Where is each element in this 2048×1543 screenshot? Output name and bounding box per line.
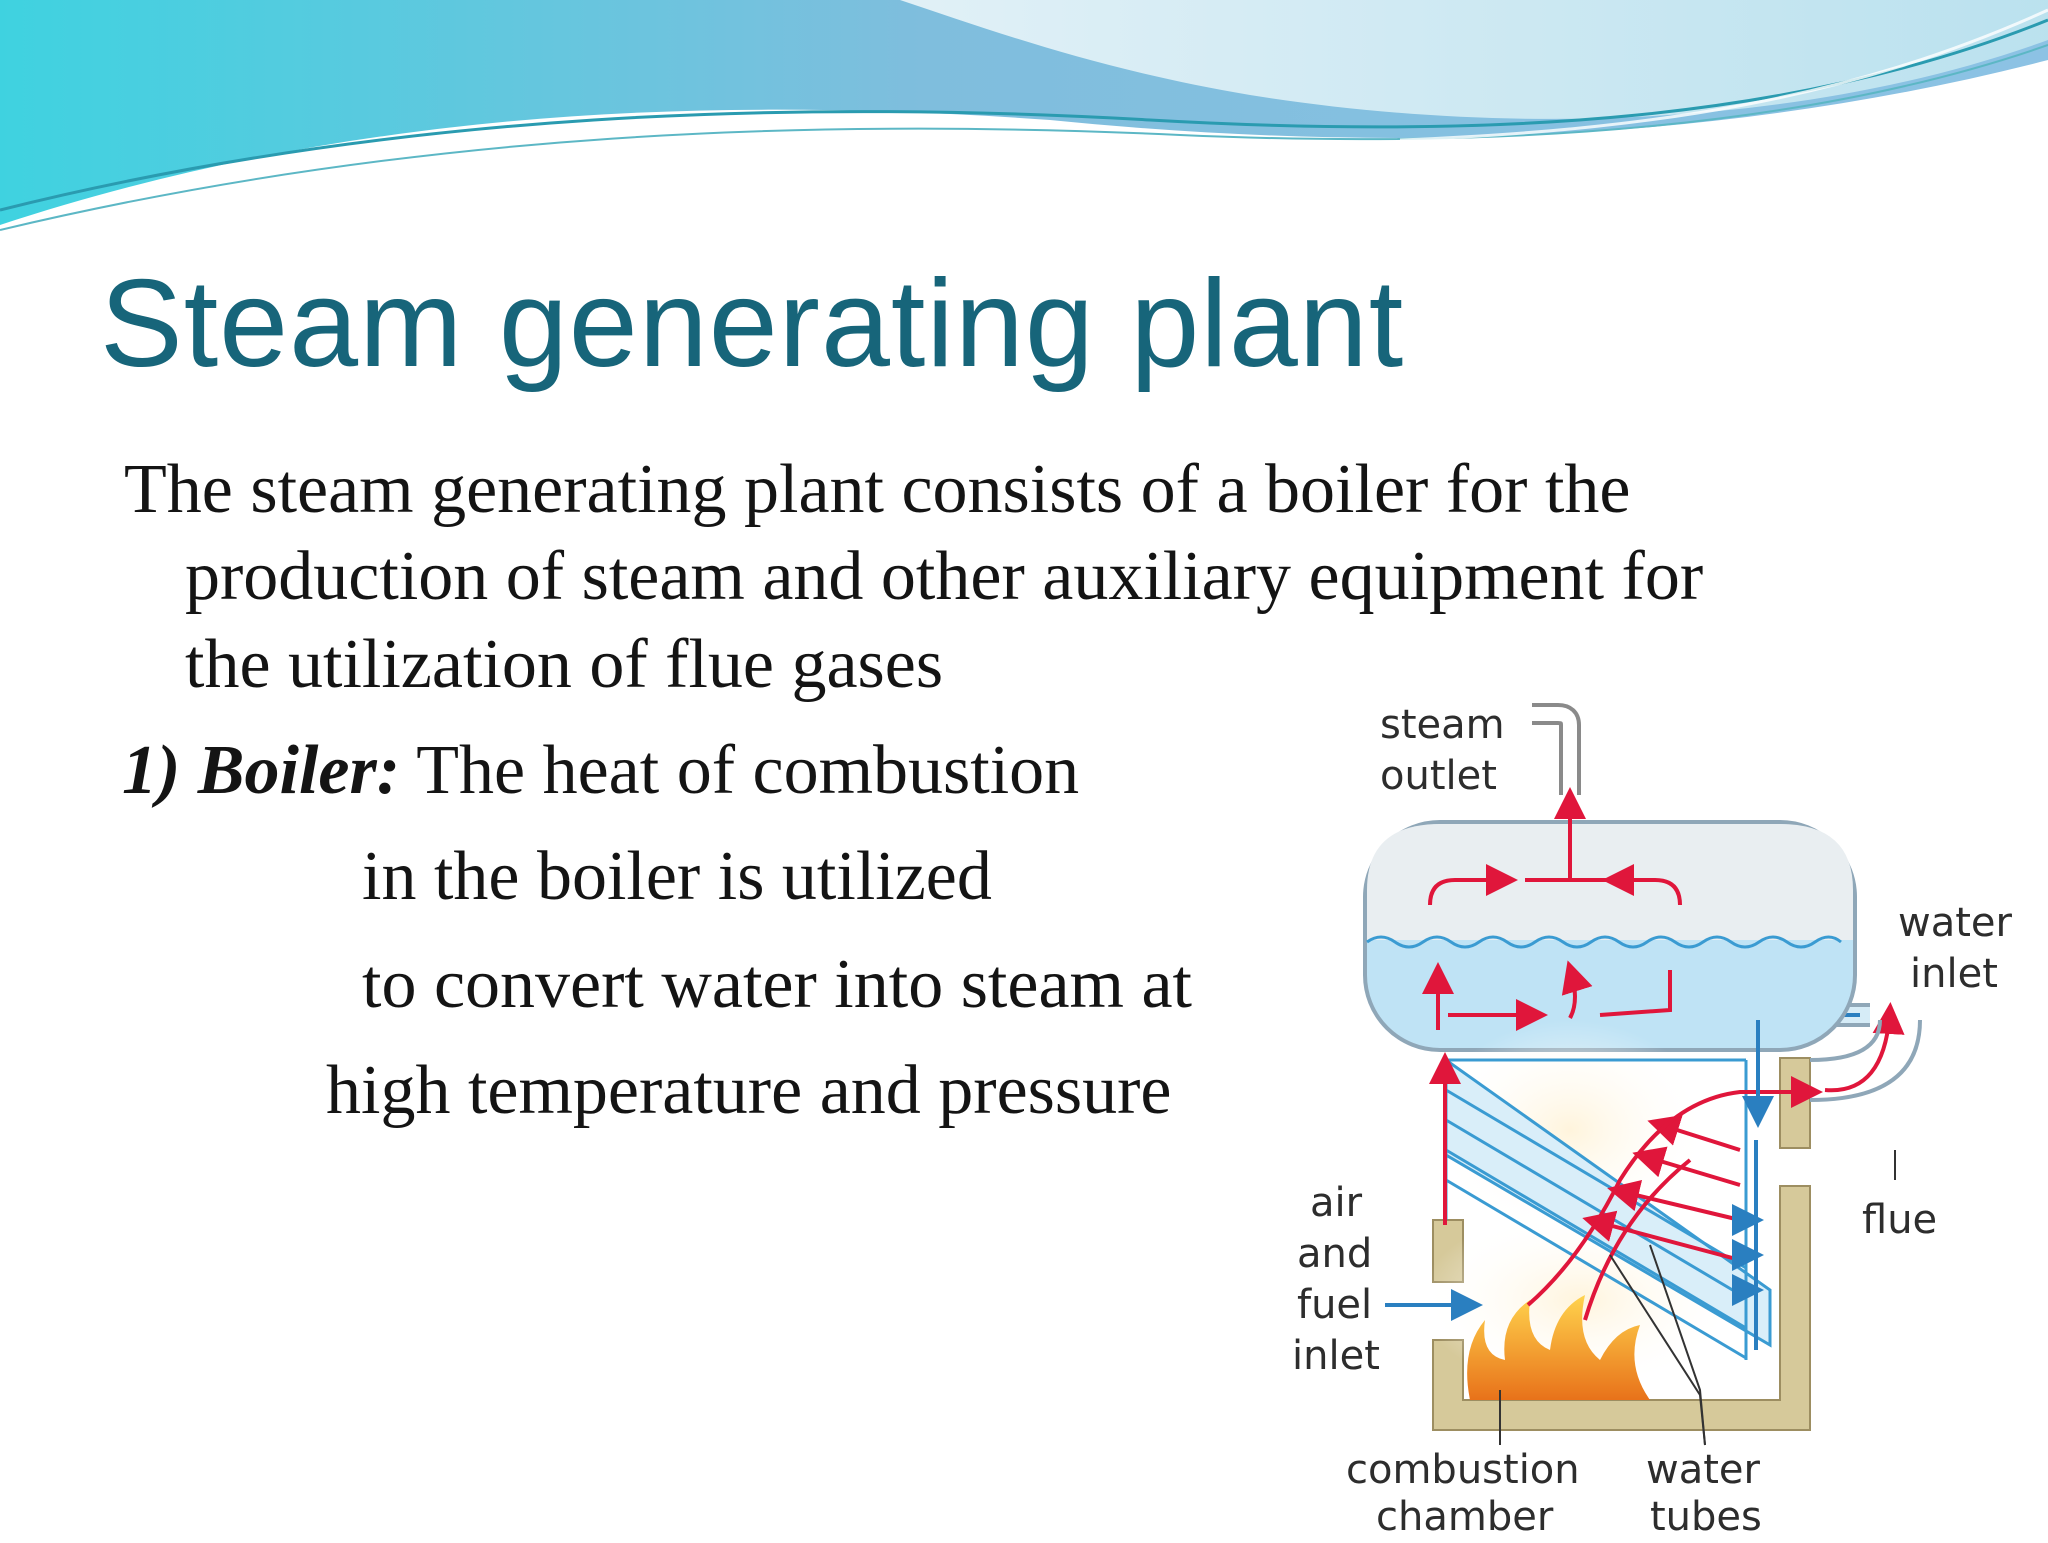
label-air-fuel-1: air <box>1310 1180 1363 1226</box>
label-water-inlet-1: water <box>1898 900 2012 946</box>
flames <box>1467 1295 1650 1400</box>
intro-line-1: The steam generating plant consists of a… <box>124 451 1631 528</box>
label-air-fuel-3: fuel <box>1297 1282 1373 1328</box>
boiler-line-2: in the boiler is utilized <box>362 838 992 915</box>
intro-line-2: production of steam and other auxiliary … <box>185 538 1704 615</box>
boiler-diagram: steam outlet water inlet flue air and fu… <box>1270 700 2048 1540</box>
boiler-line-4: high temperature and pressure <box>326 1052 1172 1129</box>
flue-duct <box>1809 1019 1922 1102</box>
boiler-line-1: 1) Boiler: The heat of combustion <box>122 736 1079 806</box>
boiler-line-3: to convert water into steam at <box>362 946 1192 1023</box>
label-flue: flue <box>1862 1197 1938 1243</box>
label-steam-outlet-1: steam <box>1380 702 1505 748</box>
slide-title: Steam generating plant <box>100 255 1405 393</box>
label-water-inlet-2: inlet <box>1910 951 1998 997</box>
label-air-fuel-2: and <box>1297 1231 1373 1277</box>
label-combustion-2: chamber <box>1376 1494 1554 1540</box>
intro-line-3: the utilization of flue gases <box>185 626 944 703</box>
boiler-text-1: The heat of combustion <box>416 732 1080 809</box>
label-water-tubes-1: water <box>1646 1447 1760 1493</box>
boiler-illustration <box>1363 703 1922 1446</box>
label-steam-outlet-2: outlet <box>1380 753 1497 799</box>
label-combustion-1: combustion <box>1346 1447 1580 1493</box>
boiler-label: 1) Boiler: <box>122 732 401 809</box>
header-wave-decoration <box>0 0 2048 231</box>
label-air-fuel-4: inlet <box>1292 1333 1380 1379</box>
label-water-tubes-2: tubes <box>1650 1494 1762 1540</box>
